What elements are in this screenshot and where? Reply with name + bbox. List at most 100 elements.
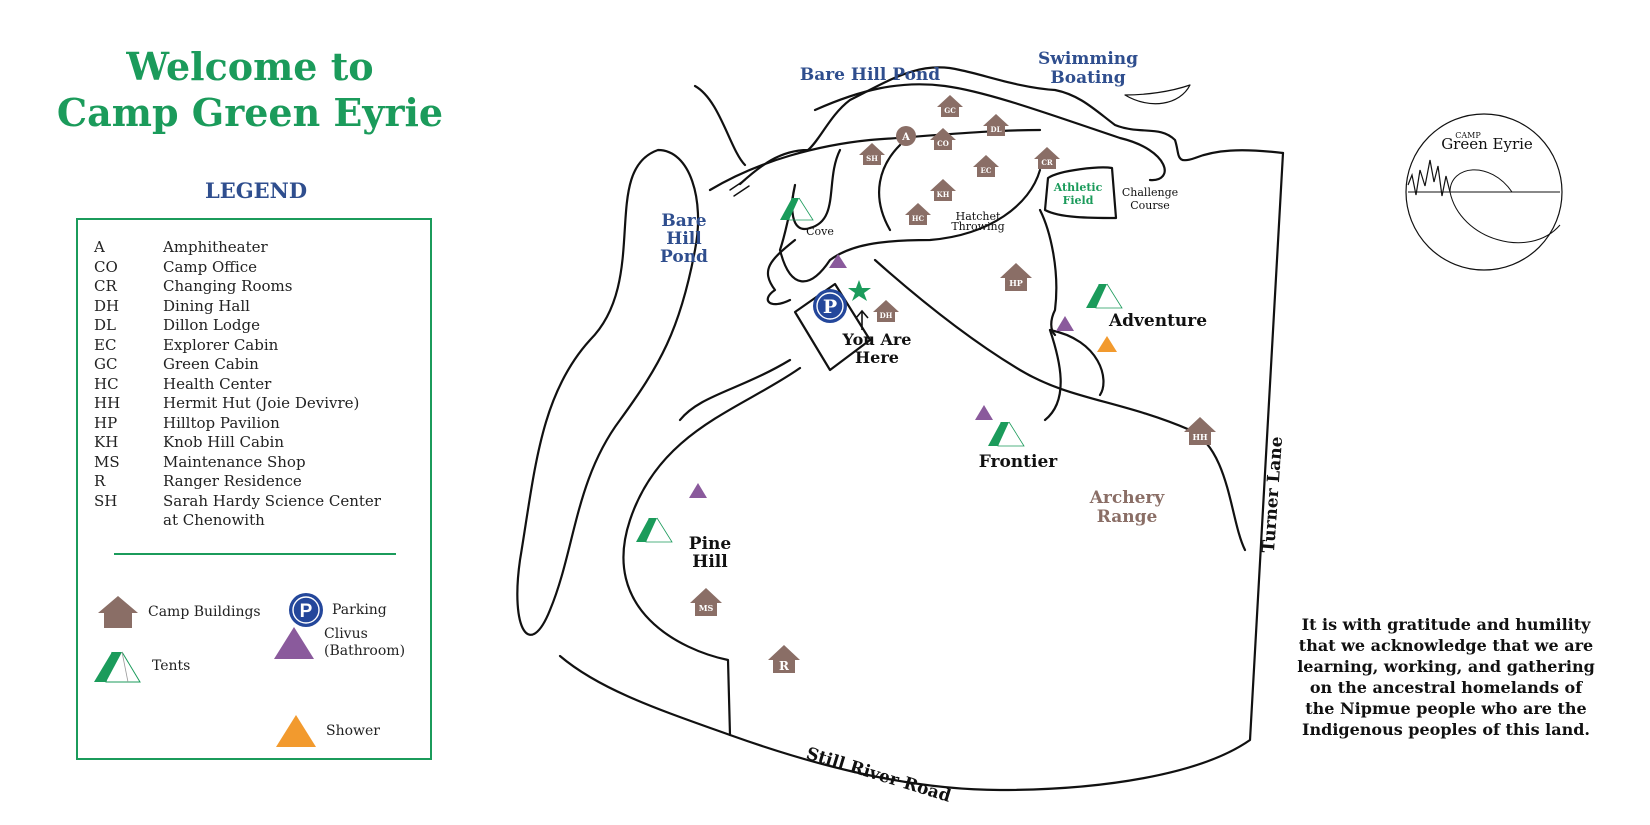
building-label: A <box>901 132 910 143</box>
building-dh: DH <box>873 300 899 322</box>
ack-line: Indigenous peoples of this land. <box>1302 720 1590 739</box>
logo-name: Green Eyrie <box>1441 135 1533 153</box>
canoe <box>1124 84 1191 105</box>
camp-logo: CAMP Green Eyrie <box>1405 113 1563 271</box>
legend-symbol-label-group: Clivus (Bathroom) <box>324 626 405 660</box>
building-ec: EC <box>973 155 999 177</box>
trail <box>1038 208 1058 337</box>
ack-line: the Nipmue people who are the <box>1305 699 1587 718</box>
adventure-label: Adventure <box>1108 311 1207 331</box>
trail <box>778 148 1042 283</box>
tent-icon <box>636 517 673 543</box>
challenge-label-1: Challenge <box>1122 186 1178 199</box>
tents <box>636 197 1123 543</box>
pond-left-label-3: Pond <box>660 247 708 267</box>
legend-symbol-label: Parking <box>332 602 387 618</box>
trail <box>1048 328 1105 397</box>
legend-divider <box>114 553 396 555</box>
building-label: DH <box>880 311 893 320</box>
legend-name: at Chenowith <box>163 511 265 529</box>
legend-name: Amphitheater <box>163 238 268 256</box>
legend-symbol-parking: P Parking <box>288 592 387 628</box>
building-hc: HC <box>905 203 931 225</box>
lake-shore <box>738 66 1285 186</box>
page-title: Welcome to Camp Green Eyrie <box>40 44 460 136</box>
parking-icon <box>813 289 847 323</box>
legend-name: Dining Hall <box>163 296 250 315</box>
building-label: SH <box>866 154 878 163</box>
hatchet-label-2: Throwing <box>951 220 1004 233</box>
parking-icon: P <box>289 593 323 627</box>
trail <box>873 258 1247 552</box>
legend-name: Knob Hill Cabin <box>163 433 284 451</box>
you-are-here-label-2: Here <box>855 348 899 367</box>
title-line-2: Camp Green Eyrie <box>56 90 444 135</box>
legend-symbol-label: (Bathroom) <box>324 643 406 659</box>
building-icon <box>1184 417 1216 445</box>
cove-label: Cove <box>806 225 834 238</box>
building-label: R <box>779 659 790 673</box>
building-icon <box>905 203 931 225</box>
tent-icon <box>1086 283 1123 309</box>
logo-circle <box>1405 113 1563 271</box>
land-acknowledgement: It is with gratitude and humility that w… <box>1296 614 1596 740</box>
legend-symbol-label: Camp Buildings <box>148 604 261 620</box>
building-hp: HP <box>1000 263 1032 291</box>
legend-item: A Amphitheater <box>94 238 403 258</box>
building-icon <box>98 596 138 628</box>
building-a: A <box>896 126 916 146</box>
building-label: HC <box>912 214 925 223</box>
legend-code: HH <box>94 394 121 412</box>
building-dl: DL <box>983 114 1009 136</box>
mountain-icon <box>1407 159 1451 197</box>
title-line-1: Welcome to <box>126 44 374 89</box>
legend-name: Ranger Residence <box>163 472 302 490</box>
legend-symbol-label: Tents <box>152 658 191 674</box>
clivus-markers <box>689 254 1074 498</box>
legend-symbol-buildings: Camp Buildings <box>96 594 261 630</box>
trail <box>729 179 746 191</box>
legend-code: KH <box>94 433 119 451</box>
star-icon <box>848 280 871 301</box>
clivus-icon <box>829 254 847 268</box>
legend-code: A <box>94 238 105 256</box>
legend-item: at Chenowith <box>94 511 403 531</box>
ack-line: on the ancestral homelands of <box>1309 678 1583 697</box>
building-label: MS <box>699 603 714 613</box>
athletic-label-1: Athletic <box>1053 181 1103 194</box>
building-icon <box>768 645 800 673</box>
parking-glyph: P <box>823 296 837 318</box>
legend-name: Explorer Cabin <box>163 335 279 354</box>
shower-icon <box>1097 336 1117 352</box>
legend-name: Changing Rooms <box>163 277 293 295</box>
legend-name: Maintenance Shop <box>163 452 306 471</box>
archery-label-2: Range <box>1097 507 1158 527</box>
building-label: CR <box>1041 158 1053 167</box>
still-river-road-label: Still River Road <box>804 744 953 807</box>
legend-symbol-label: Clivus <box>324 626 368 642</box>
trail <box>878 143 902 232</box>
graphic <box>1449 169 1513 193</box>
legend-code: R <box>94 472 106 490</box>
pond-left-label-2: Hill <box>666 229 702 249</box>
legend-name: Health Center <box>163 374 272 393</box>
legend-name: Green Cabin <box>163 355 259 373</box>
left-pond-shore <box>516 148 700 636</box>
tent-icon <box>94 651 141 683</box>
legend-item: R Ranger Residence <box>94 472 403 492</box>
building-sh: SH <box>859 143 885 165</box>
building-icon <box>937 95 963 117</box>
property-boundary <box>558 151 1285 792</box>
buildings: GC DL A CO SH EC CR KH HC DH HP HH MS R <box>690 95 1216 673</box>
building-hh: HH <box>1184 417 1216 445</box>
building-gc: GC <box>937 95 963 117</box>
legend-code: HC <box>94 374 119 393</box>
